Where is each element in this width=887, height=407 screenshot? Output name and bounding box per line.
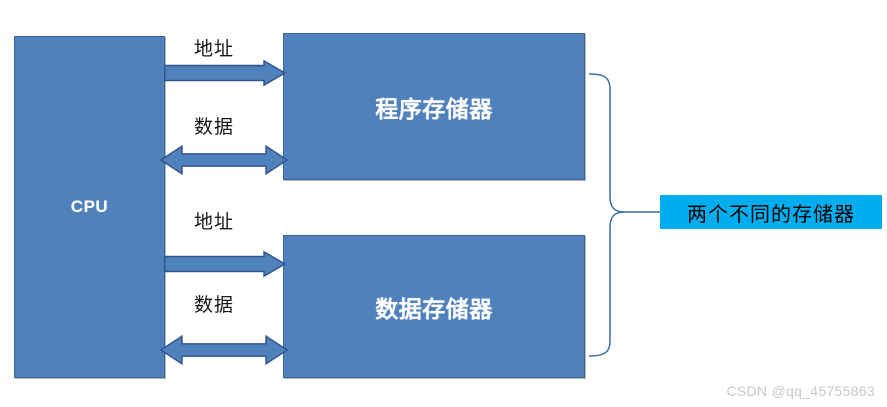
program-data-arrow-icon (159, 144, 289, 176)
callout-label: 两个不同的存储器 (687, 201, 855, 226)
data-memory-box: 数据存储器 (283, 235, 585, 378)
program-memory-box-label: 程序存储器 (375, 96, 493, 123)
data-address-arrow-icon (164, 250, 287, 278)
program-memory-box: 程序存储器 (283, 33, 585, 180)
data-data-arrow-icon (159, 334, 289, 366)
data-data-bus-label: 数据 (194, 294, 235, 316)
program-address-bus-label: 地址 (194, 38, 235, 60)
data-memory-box-label: 数据存储器 (375, 296, 493, 323)
program-data-bus-label: 数据 (194, 116, 235, 138)
grouping-brace-icon (588, 73, 660, 357)
data-address-bus-label: 地址 (194, 211, 235, 233)
watermark-text: CSDN @qq_45755863 (726, 383, 875, 399)
cpu-box: CPU (14, 36, 165, 378)
callout-box: 两个不同的存储器 (660, 195, 882, 229)
cpu-box-label: CPU (70, 197, 109, 216)
program-address-arrow-icon (164, 59, 287, 87)
